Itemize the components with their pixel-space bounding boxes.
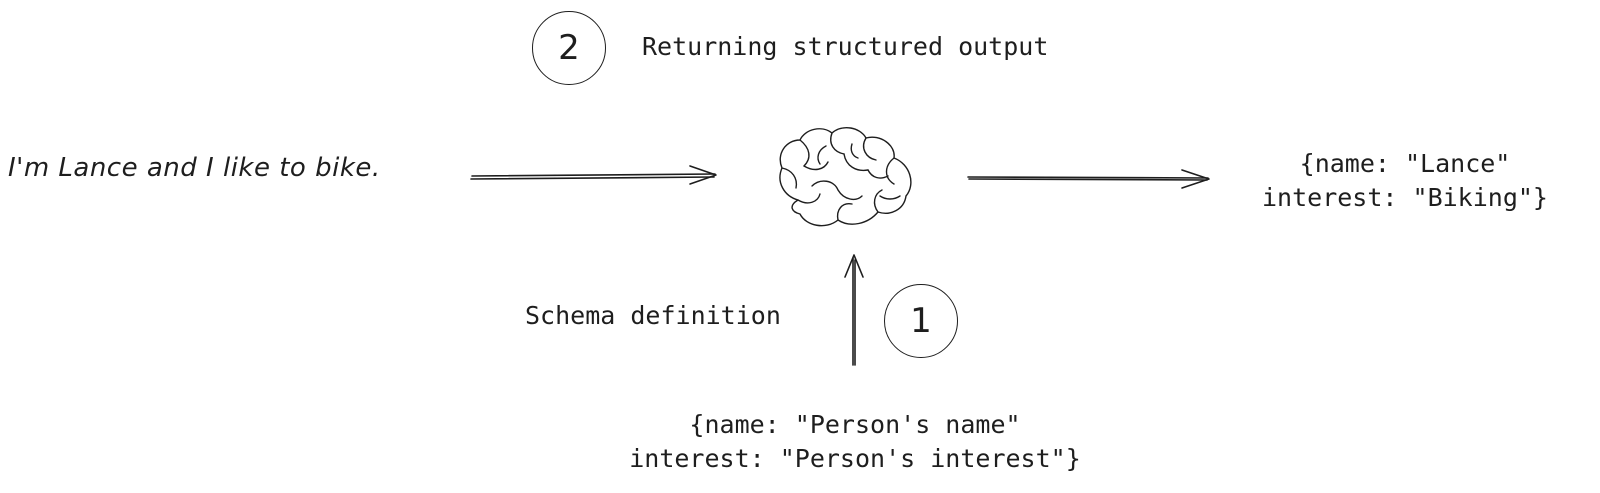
brain-icon	[779, 127, 912, 227]
step-2-number: 2	[558, 28, 580, 68]
output-json: {name: "Lance" interest: "Biking"}	[1240, 147, 1570, 215]
input-arrow	[470, 165, 717, 185]
output-arrow	[967, 169, 1210, 189]
step-2-label: Returning structured output	[642, 32, 1049, 61]
step-1-label: Schema definition	[525, 301, 781, 330]
schema-json: {name: "Person's name" interest: "Person'…	[600, 408, 1110, 476]
schema-line-1: {name: "Person's name"	[689, 410, 1021, 439]
step-2-badge: 2	[532, 11, 606, 85]
input-sentence: I'm Lance and I like to bike.	[8, 153, 381, 183]
step-1-number: 1	[910, 301, 932, 341]
output-line-1: {name: "Lance"	[1299, 149, 1511, 178]
output-line-2: interest: "Biking"}	[1262, 183, 1548, 212]
step-1-badge: 1	[884, 284, 958, 358]
schema-arrow	[844, 254, 864, 366]
schema-line-2: interest: "Person's interest"}	[629, 444, 1081, 473]
